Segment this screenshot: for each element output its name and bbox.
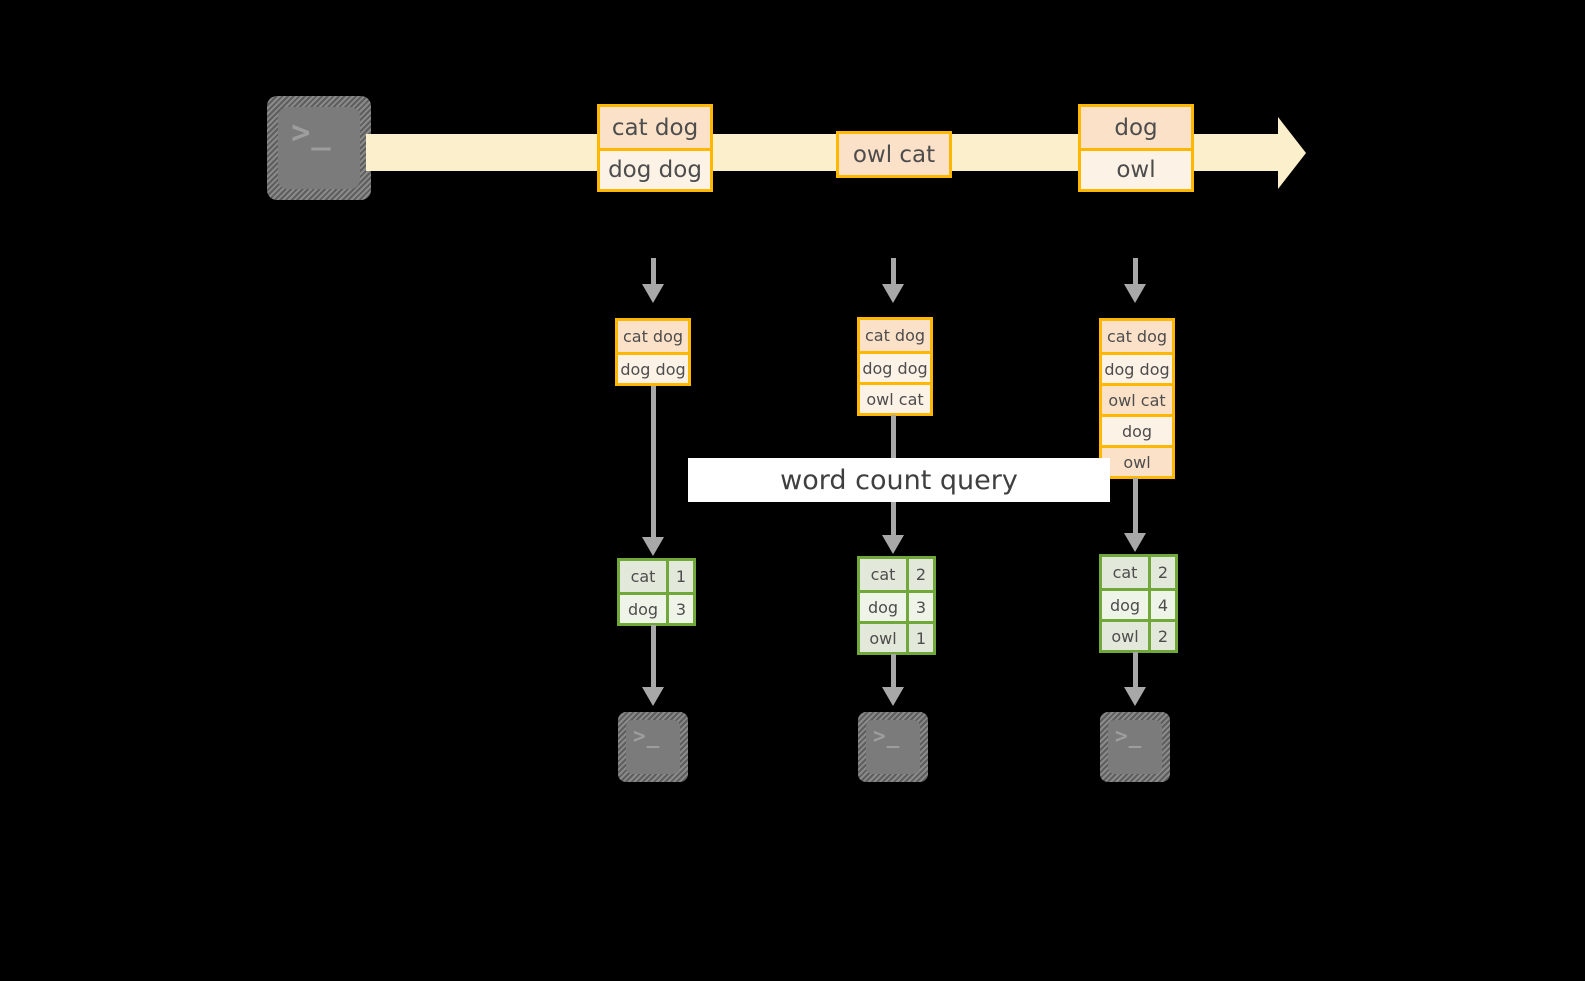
query-connector-3-head-icon	[1124, 533, 1146, 552]
table-row: cat 2	[1102, 557, 1175, 588]
batch-line: cat dog	[600, 107, 710, 148]
input-line: dog dog	[860, 351, 930, 382]
query-label-band: word count query	[688, 458, 1110, 502]
input-stack-2: cat dog dog dog owl cat	[857, 317, 933, 416]
batch-line: owl cat	[839, 134, 949, 175]
table-row: dog 3	[860, 590, 933, 621]
query-connector-3	[1133, 478, 1138, 533]
stream-batch-2: owl cat	[836, 131, 952, 178]
sink-connector-2	[891, 654, 896, 687]
result-word: dog	[620, 595, 666, 623]
result-count: 4	[1148, 591, 1175, 619]
query-connector-2-head-icon	[882, 535, 904, 554]
trigger-connector-1-head-icon	[642, 284, 664, 303]
terminal-screen: >_	[1108, 720, 1162, 774]
input-stack-1: cat dog dog dog	[615, 318, 691, 386]
result-word: cat	[1102, 557, 1148, 588]
input-line: owl cat	[1102, 383, 1172, 414]
batch-line: dog dog	[600, 148, 710, 189]
result-count: 2	[1148, 622, 1175, 650]
sink-connector-1-head-icon	[642, 687, 664, 706]
table-row: owl 2	[1102, 619, 1175, 650]
batch-line: owl	[1081, 148, 1191, 189]
result-table-2: cat 2 dog 3 owl 1	[857, 556, 936, 655]
terminal-prompt-label: >_	[873, 724, 901, 749]
result-table-1: cat 1 dog 3	[617, 558, 696, 626]
result-count: 2	[1148, 557, 1175, 588]
table-row: cat 1	[620, 561, 693, 592]
result-count: 3	[666, 595, 693, 623]
input-line: dog dog	[618, 352, 688, 383]
terminal-prompt-label: >_	[1115, 724, 1143, 749]
stream-batch-1: cat dog dog dog	[597, 104, 713, 192]
trigger-connector-3-head-icon	[1124, 284, 1146, 303]
terminal-screen: >_	[278, 107, 360, 189]
result-count: 1	[666, 561, 693, 592]
table-row: owl 1	[860, 621, 933, 652]
input-line: cat dog	[618, 321, 688, 352]
result-count: 1	[906, 624, 933, 652]
result-word: owl	[860, 624, 906, 652]
input-line: cat dog	[860, 320, 930, 351]
result-table-3: cat 2 dog 4 owl 2	[1099, 554, 1178, 653]
result-word: owl	[1102, 622, 1148, 650]
terminal-screen: >_	[866, 720, 920, 774]
input-line: cat dog	[1102, 321, 1172, 352]
sink-terminal-icon-1: >_	[618, 712, 688, 782]
input-line: dog	[1102, 414, 1172, 445]
trigger-connector-2-head-icon	[882, 284, 904, 303]
batch-line: dog	[1081, 107, 1191, 148]
sink-terminal-icon-3: >_	[1100, 712, 1170, 782]
sink-connector-3-head-icon	[1124, 687, 1146, 706]
stream-arrow-head-icon	[1278, 117, 1306, 189]
query-connector-1-head-icon	[642, 537, 664, 556]
result-count: 2	[906, 559, 933, 590]
terminal-prompt-label: >_	[633, 724, 661, 749]
source-terminal-icon: >_	[267, 96, 371, 200]
stream-batch-3: dog owl	[1078, 104, 1194, 192]
query-connector-1	[651, 386, 656, 537]
input-line: owl	[1102, 445, 1172, 476]
sink-connector-2-head-icon	[882, 687, 904, 706]
table-row: cat 2	[860, 559, 933, 590]
terminal-prompt-label: >_	[291, 113, 332, 152]
trigger-connector-2	[891, 258, 896, 284]
table-row: dog 4	[1102, 588, 1175, 619]
terminal-screen: >_	[626, 720, 680, 774]
query-label: word count query	[780, 464, 1018, 496]
input-stack-3: cat dog dog dog owl cat dog owl	[1099, 318, 1175, 479]
input-line: owl cat	[860, 382, 930, 413]
sink-terminal-icon-2: >_	[858, 712, 928, 782]
result-word: dog	[860, 593, 906, 621]
result-word: cat	[620, 561, 666, 592]
result-word: dog	[1102, 591, 1148, 619]
trigger-connector-1	[651, 258, 656, 284]
sink-connector-1	[651, 625, 656, 687]
trigger-connector-3	[1133, 258, 1138, 284]
sink-connector-3	[1133, 652, 1138, 687]
result-word: cat	[860, 559, 906, 590]
table-row: dog 3	[620, 592, 693, 623]
input-line: dog dog	[1102, 352, 1172, 383]
result-count: 3	[906, 593, 933, 621]
